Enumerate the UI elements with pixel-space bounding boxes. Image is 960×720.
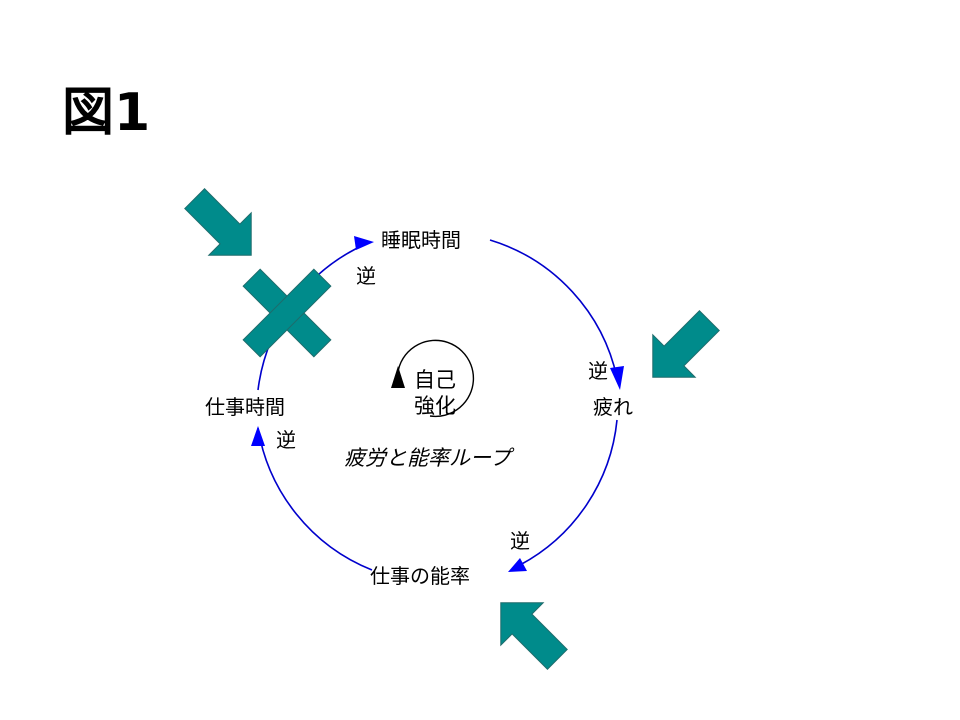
link-fatigue-to-efficiency — [519, 419, 618, 566]
polarity-work-time-to-sleep: 逆 — [356, 264, 376, 288]
polarity-sleep-to-fatigue: 逆 — [588, 359, 608, 383]
node-sleep-time: 睡眠時間 — [381, 228, 461, 252]
teal-block-arrow-icon — [500, 602, 568, 670]
arrowhead-to-work-time — [251, 426, 265, 446]
loop-name: 疲労と能率ループ — [344, 446, 515, 470]
polarity-efficiency-to-work-time: 逆 — [276, 428, 296, 452]
arrowhead-to-sleep-time — [354, 236, 374, 250]
link-efficiency-to-work-time — [257, 427, 373, 571]
loop-arrowheads — [251, 236, 624, 572]
arrowhead-to-work-efficiency — [508, 558, 527, 572]
clockwise-arrow-icon — [396, 339, 475, 418]
teal-block-arrow-icon — [184, 188, 252, 256]
slide-title: 図1 — [62, 83, 150, 143]
teal-x-icon — [242, 268, 332, 358]
polarity-fatigue-to-efficiency: 逆 — [510, 529, 530, 553]
link-sleep-to-fatigue — [489, 239, 618, 379]
loop-type-marker: 自己 強化 — [391, 339, 475, 418]
rotation-arrowhead — [391, 366, 405, 388]
center-label-line1: 自己 — [414, 368, 456, 392]
node-work-efficiency: 仕事の能率 — [370, 564, 470, 588]
center-label-line2: 強化 — [414, 394, 456, 418]
node-work-time: 仕事時間 — [205, 395, 285, 419]
arrowhead-to-fatigue — [610, 366, 624, 390]
teal-block-arrow-icon — [652, 310, 720, 378]
node-fatigue: 疲れ — [593, 395, 633, 419]
